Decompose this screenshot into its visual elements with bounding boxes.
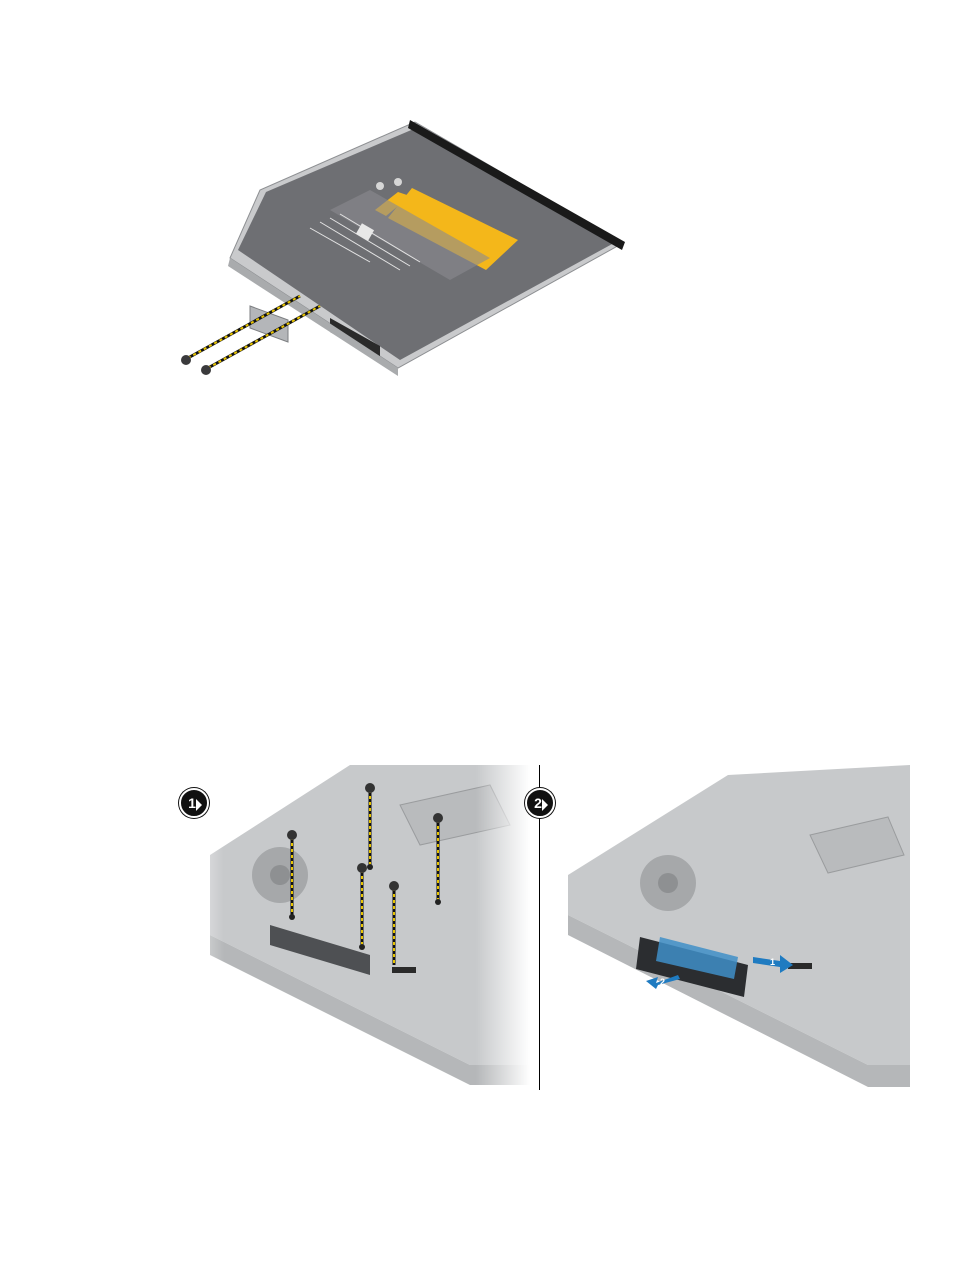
fade-overlay	[170, 765, 530, 1095]
step-2-badge: 2	[525, 788, 555, 818]
screw-2	[201, 365, 211, 375]
play-icon	[542, 799, 548, 811]
arrow-2-label: 2	[660, 977, 665, 987]
step-2-number: 2	[534, 795, 542, 811]
drive-icon-1	[376, 182, 384, 190]
drive-icon-2	[394, 178, 402, 186]
arrow-1-label: 1	[770, 957, 775, 967]
step-2-figure: 1 2	[548, 765, 910, 1095]
step-1-badge: 1	[179, 788, 209, 818]
play-icon	[196, 799, 202, 811]
step-2-illustration: 1 2	[548, 765, 910, 1095]
fan-hub-2	[658, 873, 678, 893]
step-1-figure	[170, 765, 530, 1095]
optical-drive-figure	[170, 110, 640, 400]
step-1-illustration	[170, 765, 530, 1095]
hdd-latch-2	[788, 963, 812, 969]
screw-1	[181, 355, 191, 365]
step-1-number: 1	[188, 795, 196, 811]
mounting-bracket	[250, 306, 288, 342]
optical-drive-illustration	[170, 110, 640, 400]
